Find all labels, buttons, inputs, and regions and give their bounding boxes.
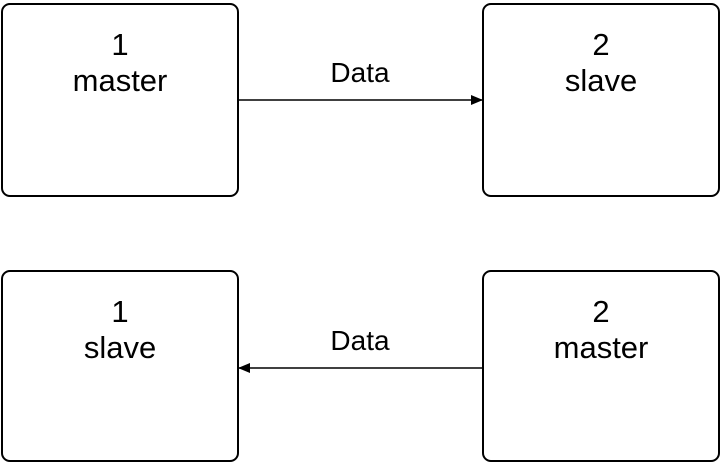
node-role: slave	[564, 63, 638, 98]
node-id: 1	[111, 27, 129, 62]
top-right-node: 2 slave	[482, 3, 720, 197]
node-id: 2	[592, 294, 610, 329]
top-left-node: 1 master	[1, 3, 239, 197]
top-edge-label: Data	[330, 57, 390, 88]
bottom-right-node: 2 master	[482, 270, 720, 462]
node-id: 1	[111, 294, 129, 329]
node-role: master	[553, 330, 649, 365]
node-id: 2	[592, 27, 610, 62]
bottom-edge-label: Data	[330, 325, 390, 356]
node-role: slave	[83, 330, 157, 365]
bottom-left-node: 1 slave	[1, 270, 239, 462]
node-role: master	[72, 63, 168, 98]
